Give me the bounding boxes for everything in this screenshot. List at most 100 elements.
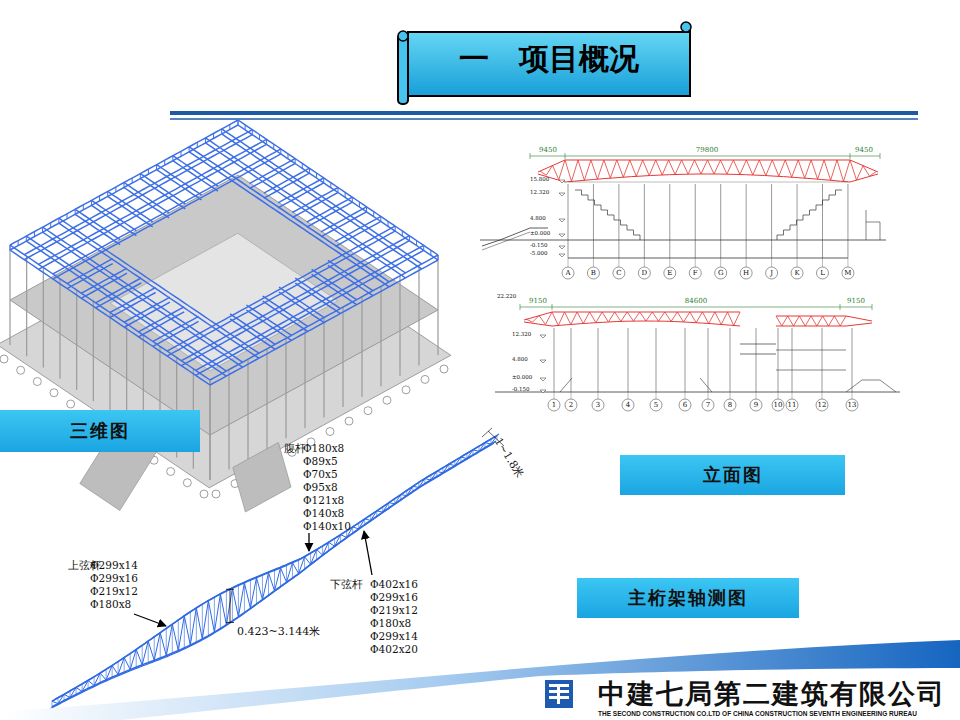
roof-truss	[238, 125, 438, 260]
axis-bubble	[421, 375, 429, 383]
dimension-tick	[482, 428, 492, 437]
roof-truss	[140, 174, 141, 179]
axis-bubble	[345, 417, 353, 425]
section-size: Φ70x5	[303, 469, 338, 480]
section-size: Φ299x14	[90, 560, 138, 571]
roof-truss	[132, 178, 133, 183]
roof-truss	[181, 151, 182, 156]
roof-truss	[373, 212, 374, 217]
column	[656, 328, 657, 392]
dimension-line	[230, 589, 231, 622]
truss-web	[850, 160, 876, 180]
axis-label: 11	[788, 402, 797, 409]
column	[778, 328, 779, 392]
roof-truss	[196, 245, 424, 370]
column	[418, 265, 419, 365]
roof-truss	[167, 231, 395, 356]
roof-truss	[229, 124, 230, 129]
level-label: 22.220	[497, 294, 516, 300]
roof-truss	[24, 130, 252, 255]
axis-bubble	[402, 386, 410, 394]
dimension-tick	[565, 153, 566, 159]
roof-truss	[280, 149, 281, 154]
column	[746, 184, 747, 258]
level-mark	[540, 390, 546, 393]
roof-truss	[259, 134, 260, 139]
bridge	[740, 344, 776, 345]
roof-truss	[210, 255, 438, 380]
roof-truss	[42, 227, 43, 232]
footer-swoosh	[0, 640, 960, 720]
axis-bubble	[724, 399, 736, 411]
axis-bubble	[622, 399, 634, 411]
axis-label: 3	[596, 402, 600, 409]
member-name: 腹杆	[284, 443, 306, 454]
roof-truss	[323, 178, 324, 183]
column	[109, 313, 110, 413]
column	[644, 184, 645, 258]
axis-bubble	[440, 365, 448, 373]
column	[708, 328, 709, 392]
axis-bubble	[842, 267, 854, 279]
section-size: Φ402x20	[370, 644, 418, 655]
roof-truss	[10, 245, 11, 250]
level-mark	[559, 219, 565, 222]
dimension-tick	[880, 153, 881, 159]
stand-steps	[700, 378, 712, 392]
roof-truss	[108, 196, 153, 226]
roof-truss	[91, 205, 136, 235]
roof-truss	[99, 196, 100, 201]
company-logo	[545, 680, 573, 708]
member-name: 下弦杆	[330, 579, 363, 590]
roof-truss	[197, 142, 198, 147]
dimension-tick	[226, 589, 234, 590]
roof-truss	[148, 169, 149, 174]
column	[76, 290, 77, 390]
column	[361, 297, 362, 397]
axis-bubble	[587, 267, 599, 279]
roof-truss	[238, 120, 239, 125]
axis-label: M	[844, 270, 851, 277]
axis-label: C	[616, 270, 621, 277]
roof-truss	[75, 209, 120, 239]
axis-line	[554, 392, 555, 399]
column	[209, 380, 210, 480]
section-size: Φ121x8	[303, 495, 344, 506]
axis-bubble	[715, 267, 727, 279]
roof-truss	[345, 192, 346, 197]
axis-bubble	[50, 389, 58, 397]
axis-label: B	[591, 270, 596, 277]
level-label: -0.150	[530, 243, 548, 249]
dimension-tick	[872, 304, 873, 310]
section-size: Φ140x10	[303, 521, 351, 532]
dimension-label: 1~1.8米	[493, 436, 526, 480]
dimension-tick	[552, 304, 553, 310]
axis-line	[669, 258, 670, 267]
roof-truss	[388, 221, 389, 226]
level-mark	[559, 193, 565, 196]
roof-truss	[366, 207, 367, 212]
roof-truss	[50, 223, 51, 228]
axis-label: F	[693, 270, 698, 277]
section-size: Φ219x12	[90, 586, 138, 597]
axis-line	[708, 392, 709, 399]
web-member	[160, 633, 161, 658]
roof-truss	[288, 154, 289, 159]
axis-line	[778, 392, 779, 399]
dimension-tick	[226, 622, 234, 623]
axis-bubble	[17, 366, 25, 374]
roof-truss	[43, 227, 243, 362]
caption-box: 三维图	[0, 410, 200, 452]
column	[730, 328, 731, 392]
section-size: Φ89x5	[303, 456, 338, 467]
dimension-line	[520, 307, 872, 308]
roof-truss	[173, 156, 218, 186]
floor-line	[776, 350, 846, 351]
top-chord	[55, 434, 499, 699]
axis-bubble	[638, 267, 650, 279]
dimension-label: 9450	[539, 147, 557, 154]
truss-web	[526, 312, 552, 325]
axis-label: 8	[728, 402, 732, 409]
roof-truss	[430, 250, 431, 255]
ground-line	[495, 392, 900, 393]
